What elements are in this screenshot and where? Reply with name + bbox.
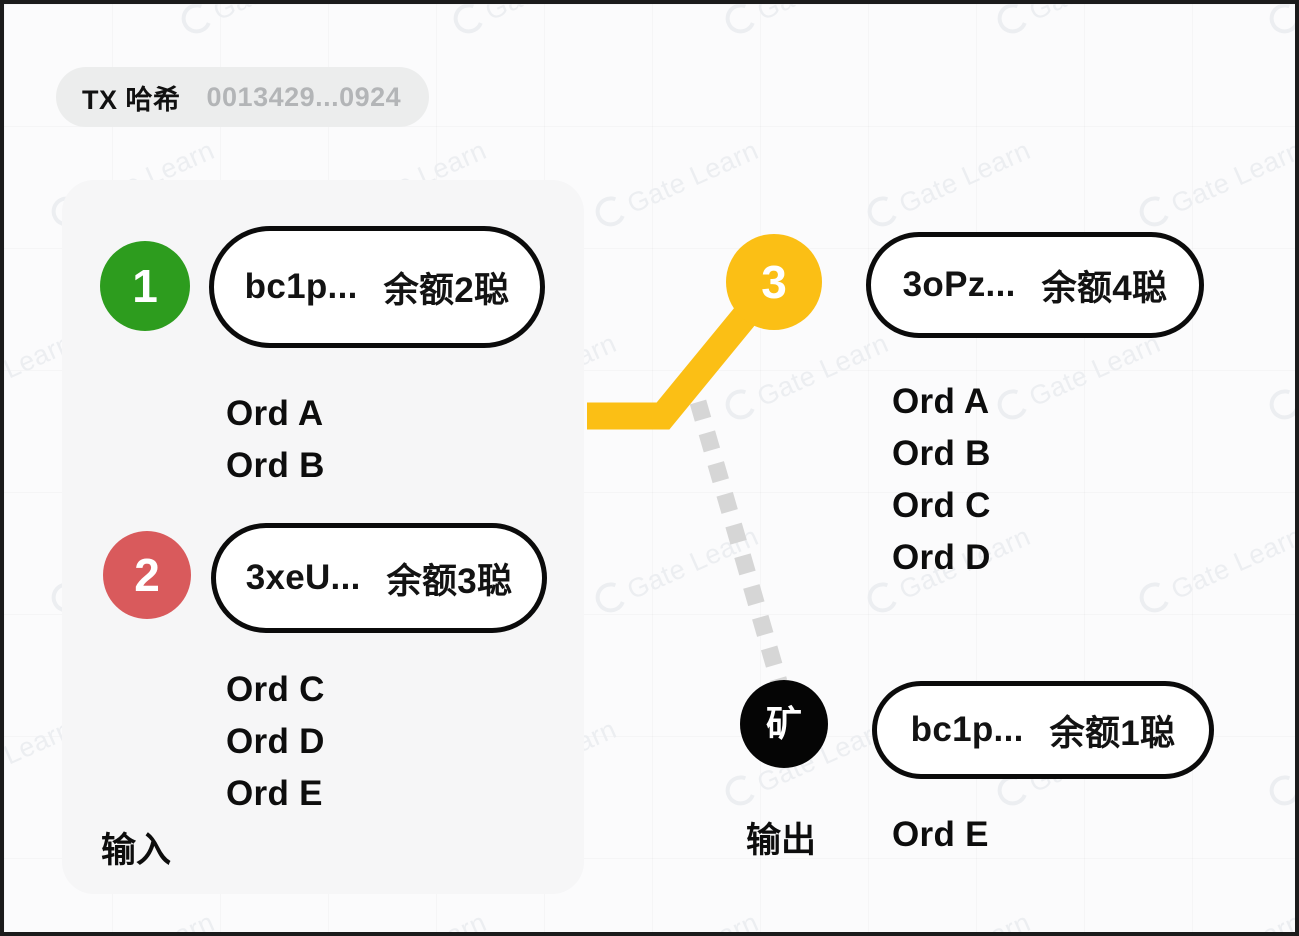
gate-logo-icon: [862, 191, 903, 232]
outputs-section-label: 输出: [746, 821, 817, 860]
gate-logo-icon: [1134, 191, 1175, 232]
output-ordinals-1: Ord A Ord B Ord C Ord D: [892, 376, 991, 584]
output-amount-1: 余额4聪: [1041, 268, 1168, 308]
output-badge-miner-label: 矿: [765, 703, 802, 744]
output-amount-2: 余额1聪: [1049, 713, 1176, 753]
input-address-pill-1[interactable]: bc1p... 余额2聪: [209, 226, 545, 348]
list-item: Ord D: [892, 538, 991, 577]
tx-hash-value: 0013429...0924: [206, 81, 402, 112]
watermark-text: Gate Learn: [1264, 4, 1295, 41]
watermark-text: Gate Learn: [591, 905, 763, 932]
watermark-text: Gate Learn: [1134, 133, 1295, 234]
input-amount-2: 余额3聪: [386, 561, 513, 601]
input-badge-2-label: 2: [134, 549, 160, 601]
input-badge-1-label: 1: [132, 260, 158, 312]
watermark-text: Gate Learn: [720, 326, 893, 427]
input-address-1: bc1p...: [244, 267, 358, 306]
watermark-text: Gate Learn: [590, 133, 763, 234]
list-item: Ord A: [892, 382, 990, 421]
output-address-pill-1[interactable]: 3oPz... 余额4聪: [866, 232, 1204, 338]
output-address-pill-2[interactable]: bc1p... 余额1聪: [872, 681, 1214, 779]
output-ordinals-2: Ord E: [892, 809, 989, 861]
list-item: Ord C: [226, 670, 325, 709]
input-ordinals-1: Ord A Ord B: [226, 388, 325, 492]
gate-logo-icon: [1264, 384, 1295, 425]
output-address-1: 3oPz...: [902, 265, 1016, 304]
gate-logo-icon: [590, 577, 631, 618]
inputs-section-label: 输入: [101, 831, 172, 870]
gate-logo-icon: [720, 770, 761, 811]
watermark-text: Gate Learn: [47, 905, 219, 932]
gate-logo-icon: [1264, 4, 1295, 39]
watermark-text: Gate Learn: [992, 326, 1165, 427]
input-amount-1: 余额2聪: [383, 270, 510, 310]
input-address-2: 3xeU...: [245, 558, 361, 597]
output-address-2: bc1p...: [910, 710, 1024, 749]
watermark-text: Gate Learn: [1264, 712, 1295, 813]
output-badge-3-label: 3: [761, 256, 787, 308]
input-badge-1[interactable]: 1: [100, 241, 190, 331]
list-item: Ord B: [226, 446, 325, 485]
list-item: Ord A: [226, 394, 324, 433]
input-address-pill-2[interactable]: 3xeU... 余额3聪: [211, 523, 547, 633]
tx-hash-pill[interactable]: TX 哈希 0013429...0924: [56, 67, 430, 127]
gate-logo-icon: [590, 191, 631, 232]
list-item: Ord C: [892, 486, 991, 525]
output-badge-3[interactable]: 3: [726, 234, 822, 330]
input-ordinals-2: Ord C Ord D Ord E: [226, 664, 325, 820]
gate-logo-icon: [720, 384, 761, 425]
watermark-text: Gate Learn: [1134, 519, 1295, 620]
list-item: Ord E: [892, 815, 989, 854]
watermark-text: Gate Learn: [448, 4, 621, 41]
watermark-text: Gate Learn: [1264, 326, 1295, 427]
watermark-text: Gate Learn: [720, 4, 893, 41]
connector-miner-fee-dashed: [689, 399, 788, 685]
watermark-text: Gate Learn: [176, 4, 349, 41]
tx-hash-label: TX 哈希: [82, 84, 181, 115]
list-item: Ord B: [892, 434, 991, 473]
gate-logo-icon: [992, 384, 1033, 425]
list-item: Ord D: [226, 722, 325, 761]
watermark-text: Gate Learn: [862, 133, 1035, 234]
watermark-text: Gate Learn: [590, 519, 763, 620]
gate-logo-icon: [720, 4, 761, 39]
gate-logo-icon: [992, 4, 1033, 39]
watermark-text: Gate Learn: [992, 4, 1165, 41]
watermark-text: Gate Learn: [319, 905, 491, 932]
gate-logo-icon: [1264, 770, 1295, 811]
output-badge-miner[interactable]: 矿: [740, 680, 828, 768]
list-item: Ord E: [226, 774, 323, 813]
gate-logo-icon: [1134, 577, 1175, 618]
watermark-text: Gate Learn: [1135, 905, 1295, 932]
gate-logo-icon: [448, 4, 489, 39]
input-badge-2[interactable]: 2: [103, 531, 191, 619]
watermark-text: Gate Learn: [863, 905, 1035, 932]
gate-logo-icon: [176, 4, 217, 39]
watermark-text: Gate Learn: [4, 4, 77, 41]
